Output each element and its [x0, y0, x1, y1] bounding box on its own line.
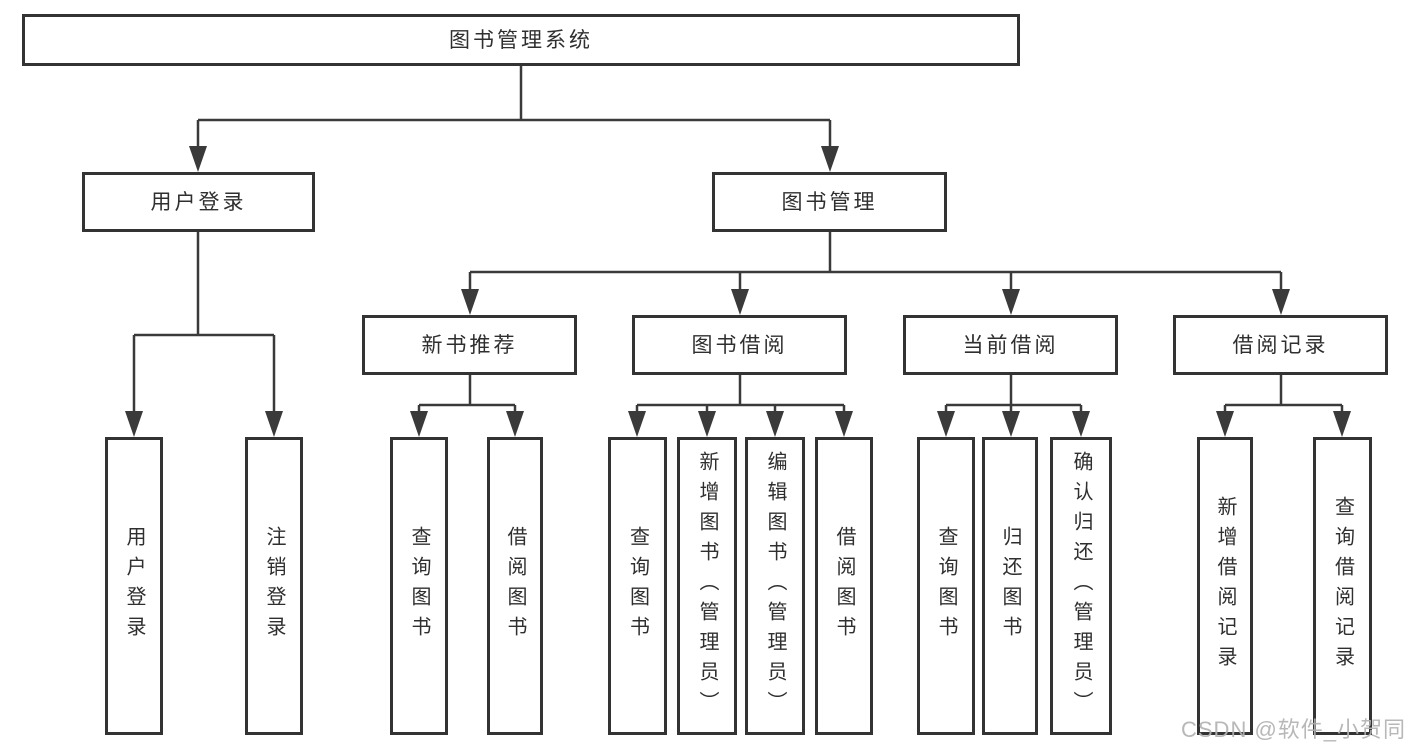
node-borrow-records: 借阅记录 [1173, 315, 1388, 375]
leaf-borrow-add-books-admin: 新增图书（管理员） [677, 437, 737, 735]
node-user-login: 用户登录 [82, 172, 315, 232]
leaf-borrow-edit-books-admin: 编辑图书（管理员） [745, 437, 805, 735]
csdn-watermark: CSDN @软件_小贺同学 [1181, 717, 1405, 742]
node-new-book-recommend: 新书推荐 [362, 315, 577, 375]
leaf-current-query-books: 查询图书 [917, 437, 975, 735]
node-current-borrow: 当前借阅 [903, 315, 1118, 375]
node-book-management: 图书管理 [712, 172, 947, 232]
connector-current-to-leaves [937, 375, 1090, 437]
leaf-current-return-books: 归还图书 [982, 437, 1038, 735]
leaf-user-login: 用户登录 [105, 437, 163, 735]
leaf-borrow-borrow-books: 借阅图书 [815, 437, 873, 735]
connector-book-management-to-level3 [461, 232, 1290, 315]
leaf-recommend-query-books: 查询图书 [390, 437, 448, 735]
leaf-records-add-record: 新增借阅记录 [1197, 437, 1253, 735]
leaf-records-query-record: 查询借阅记录 [1313, 437, 1372, 735]
leaf-current-confirm-return-admin: 确认归还（管理员） [1050, 437, 1112, 735]
node-book-borrow: 图书借阅 [632, 315, 847, 375]
connector-root-to-level2 [189, 66, 839, 172]
connector-borrow-to-leaves [628, 375, 853, 437]
connector-records-to-leaves [1216, 375, 1351, 437]
leaf-borrow-query-books: 查询图书 [608, 437, 667, 735]
connector-user-login-to-leaves [125, 232, 283, 437]
leaf-recommend-borrow-books: 借阅图书 [487, 437, 543, 735]
node-library-management-system: 图书管理系统 [22, 14, 1020, 66]
leaf-logout: 注销登录 [245, 437, 303, 735]
connector-recommend-to-leaves [410, 375, 524, 437]
